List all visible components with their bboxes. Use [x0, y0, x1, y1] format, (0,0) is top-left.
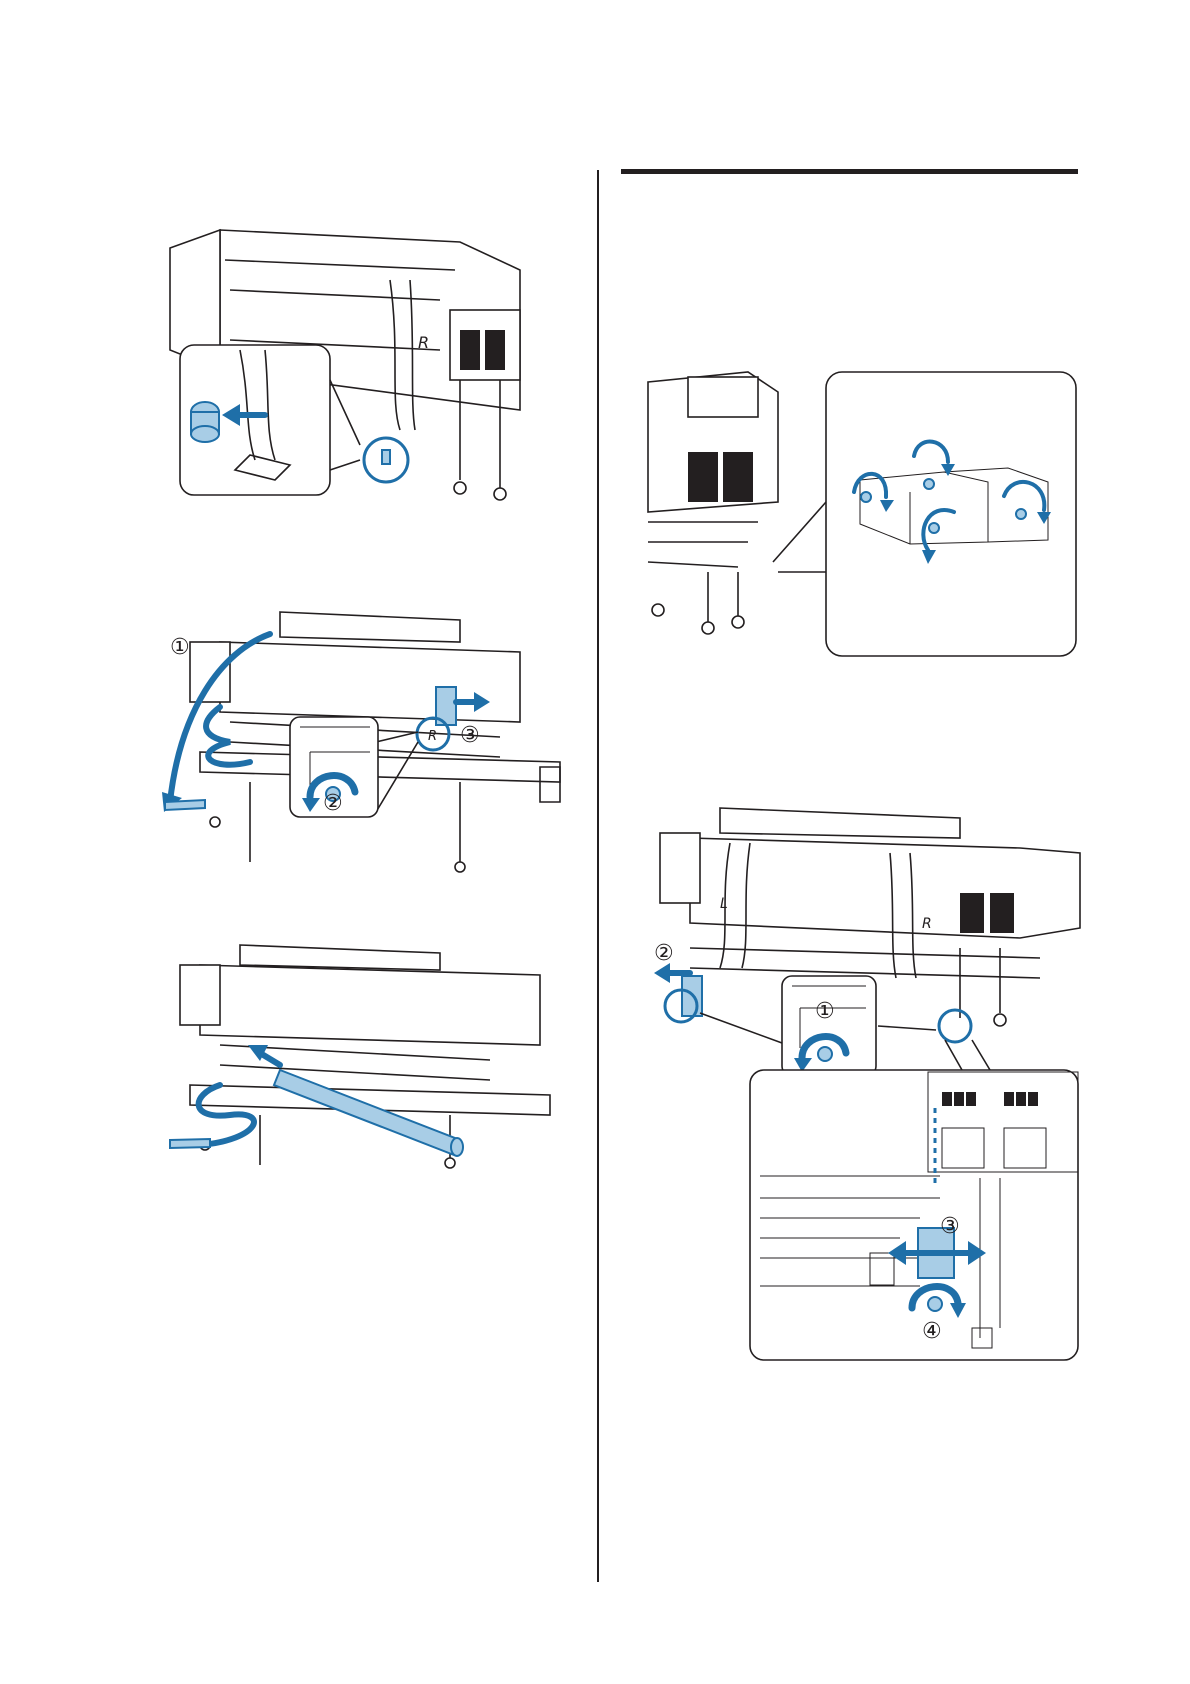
side-mark-r: R	[418, 333, 429, 352]
clip-icon	[382, 450, 390, 464]
step-2-marker: ②	[323, 791, 343, 816]
figure-pipe-remove	[160, 945, 560, 1165]
side-mark-l: L	[720, 896, 728, 912]
figure-roll-holder-release: ① ③ R ②	[160, 612, 580, 877]
detail-callout-icon	[700, 976, 936, 1076]
step-2-marker: ②	[654, 941, 674, 966]
step-3-marker: ③	[460, 723, 480, 748]
column-divider	[597, 170, 599, 1582]
side-mark-r: R	[428, 729, 437, 744]
step-1-marker: ①	[815, 999, 835, 1024]
highlight-circle	[939, 1010, 971, 1042]
detail-callout-icon	[750, 1040, 1078, 1360]
section-rule	[621, 169, 1078, 174]
figure-side-screws	[648, 372, 1078, 656]
detail-callout-icon	[773, 372, 1076, 656]
figure-tension-bar-clip: R	[160, 230, 580, 510]
step-1-marker: ①	[170, 635, 190, 660]
side-mark-r: R	[922, 916, 932, 932]
step-3-marker: ③	[940, 1214, 960, 1239]
step-4-marker: ④	[922, 1319, 942, 1344]
figure-holder-adjust: L R ② ①	[660, 808, 1080, 1363]
printer-side-icon	[648, 372, 778, 634]
